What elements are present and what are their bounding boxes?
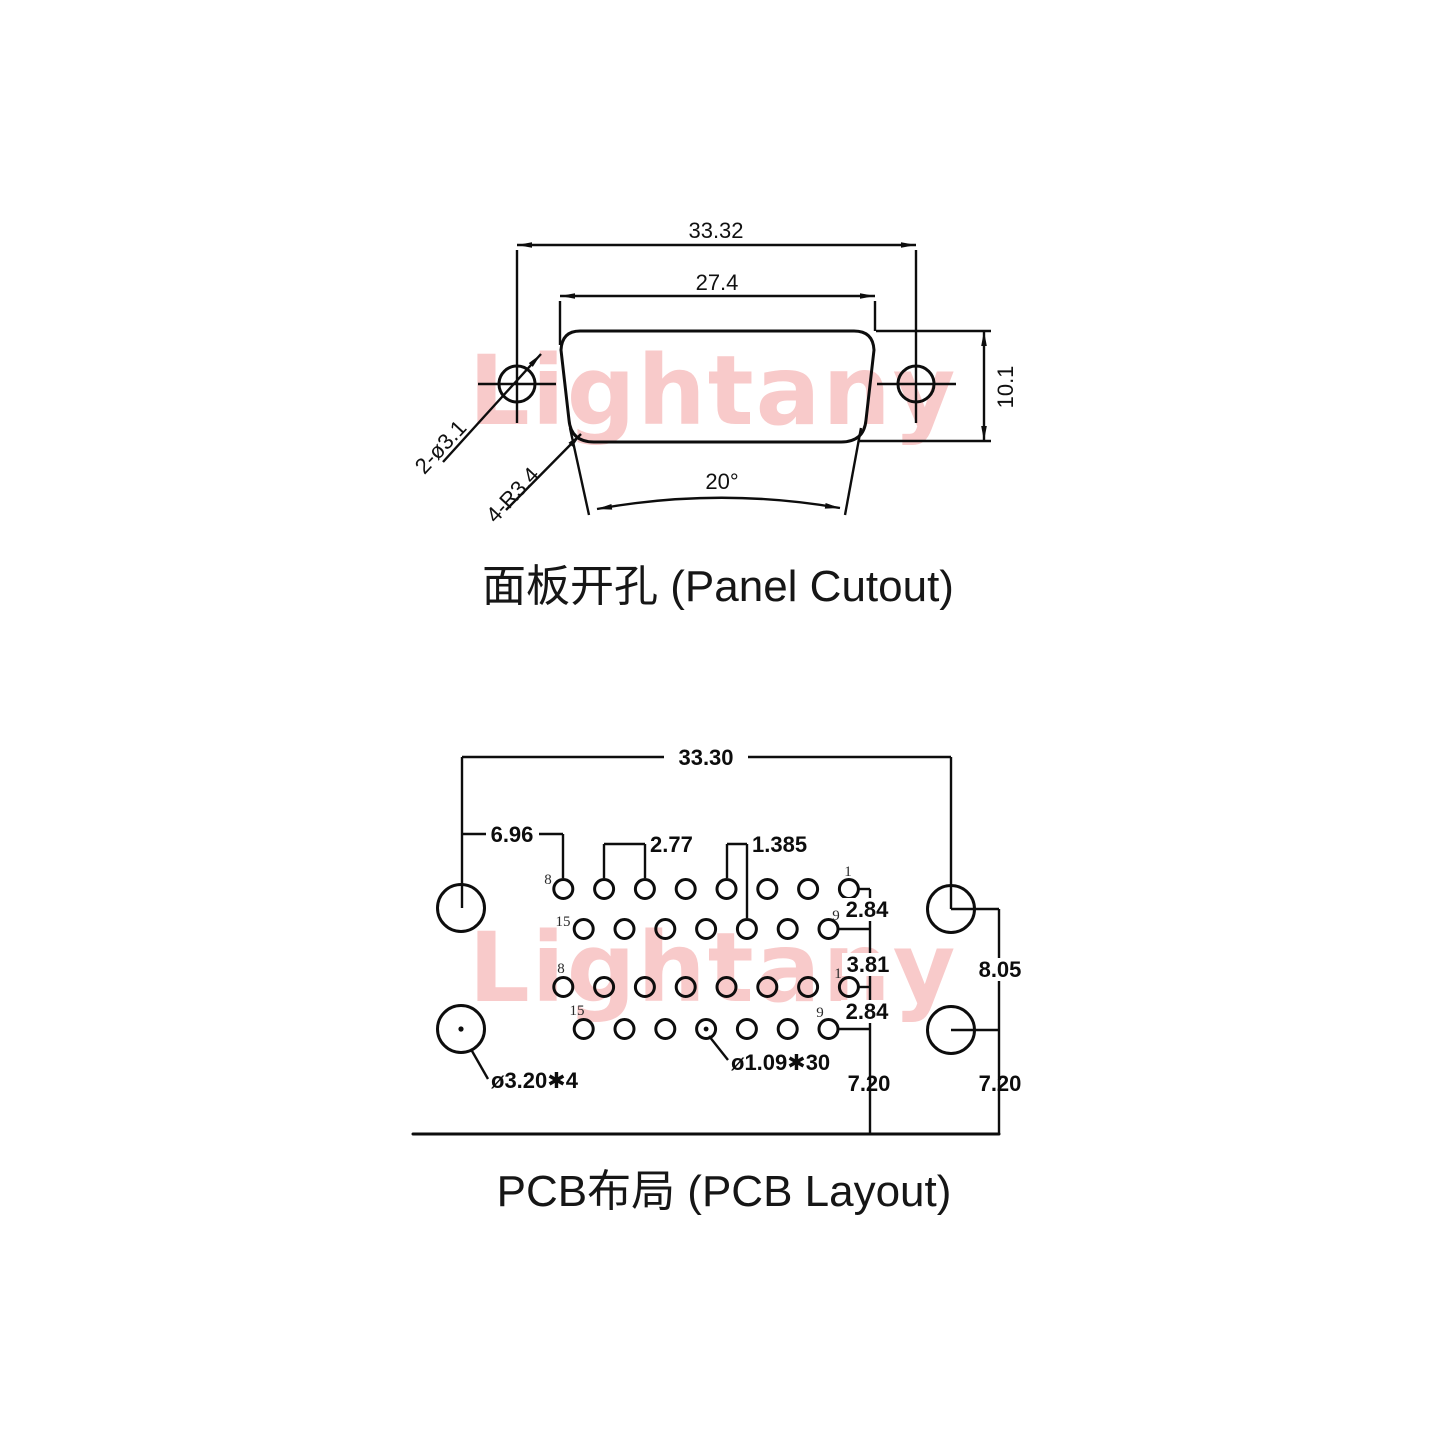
leader-text-2-d3-1: 2-ø3.1 (410, 415, 472, 479)
dim-edge-to-pin: 6.96 (462, 822, 565, 878)
dim-text-3-81: 3.81 (847, 952, 890, 977)
dsub-cutout-shape (559, 329, 876, 444)
dim-mount-gap-right: 8.05 7.20 (951, 907, 1026, 1134)
dim-row-gaps: 2.84 3.81 2.84 7.20 (839, 887, 895, 1134)
dim-text-2-77: 2.77 (650, 832, 693, 857)
pin-row-1 (552, 878, 860, 900)
leader-text-4-r3-4: 4-R3.4 (481, 462, 544, 527)
leader-mount-hole-spec: ø3.20✱4 (470, 1050, 579, 1093)
dim-half-pitch: 1.385 (725, 832, 807, 918)
dim-text-33-32: 33.32 (688, 218, 743, 243)
dim-cutout-height: 10.1 (858, 329, 1018, 443)
watermark-top: Lightany (469, 335, 958, 447)
mount-hole-center-dot (458, 1026, 464, 1032)
leader-pin-hole-spec: ø1.09✱30 (708, 1035, 830, 1075)
dim-text-1-385: 1.385 (752, 832, 807, 857)
dim-text-27-4: 27.4 (696, 270, 739, 295)
pcb-mount-hole-top-left (436, 883, 486, 933)
dim-text-2-84-top: 2.84 (846, 897, 890, 922)
dim-mount-span-top: 33.32 (517, 218, 916, 248)
pcb-mount-hole-bottom-left (436, 1004, 486, 1054)
dim-text-7-20-left: 7.20 (848, 1071, 891, 1096)
pin-hole-center-dot (703, 1026, 709, 1032)
pin-row-2 (572, 918, 840, 940)
leader-text-mount-hole: ø3.20✱4 (491, 1068, 579, 1093)
pin-label-row3-right: 1 (834, 966, 842, 982)
pin-label-row3-left: 8 (557, 961, 565, 977)
leader-corner-radius: 4-R3.4 (481, 433, 582, 528)
pcb-layout-caption: PCB布局 (PCB Layout) (497, 1167, 952, 1216)
pcb-layout-view: 33.30 6.96 2.77 1.385 (411, 745, 1026, 1216)
dim-text-20deg: 20° (705, 469, 738, 494)
dim-text-2-84-bottom: 2.84 (846, 999, 890, 1024)
pin-label-row1-left: 8 (544, 872, 552, 888)
pin-label-row2-right: 9 (832, 908, 840, 924)
dim-text-7-20-right: 7.20 (979, 1071, 1022, 1096)
dim-text-10-1: 10.1 (993, 366, 1018, 409)
pin-row-3 (552, 976, 860, 998)
panel-cutout-caption: 面板开孔 (Panel Cutout) (482, 562, 954, 611)
dim-side-angle: 20° (568, 427, 863, 516)
dim-pin-pitch: 2.77 (602, 832, 693, 878)
pin-label-row2-left: 15 (556, 914, 571, 930)
pin-label-row1-right: 1 (844, 864, 852, 880)
pin-label-row4-right: 9 (816, 1005, 824, 1021)
dim-text-6-96: 6.96 (491, 822, 534, 847)
pin-label-row4-left: 15 (570, 1003, 585, 1019)
panel-cutout-view: 33.32 27.4 10.1 20° (410, 218, 1018, 611)
dim-cutout-width: 27.4 (558, 270, 877, 345)
leader-text-pin-hole: ø1.09✱30 (731, 1050, 830, 1075)
dim-mount-span-pcb: 33.30 (460, 745, 953, 909)
dim-text-33-30: 33.30 (678, 745, 733, 770)
pin-row-4 (572, 1018, 840, 1040)
dim-text-8-05: 8.05 (979, 957, 1022, 982)
